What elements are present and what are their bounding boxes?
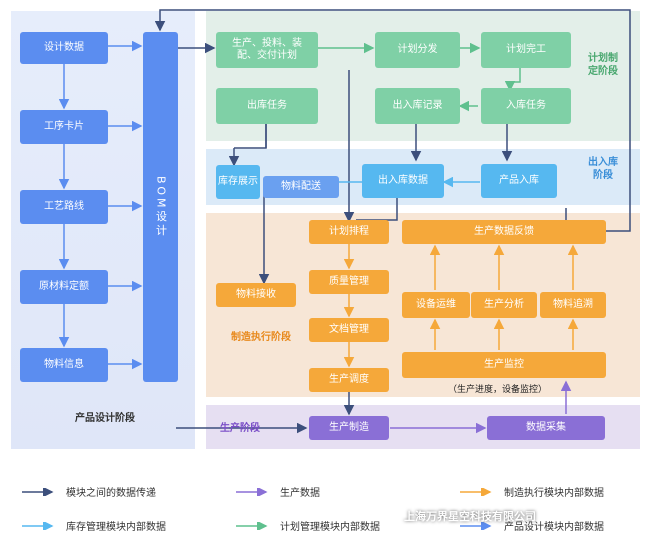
prod-stage-label: 生产阶段 xyxy=(220,423,260,434)
plan-complete-box: 计划完工 xyxy=(481,32,571,68)
product-inbound-box: 产品入库 xyxy=(481,164,557,198)
design-stage-label: 产品设计阶段 xyxy=(75,413,135,424)
legend-label: 产品设计模块内部数据 xyxy=(504,522,604,533)
legend-label: 模块之间的数据传递 xyxy=(66,488,156,499)
document-mgmt-box: 文档管理 xyxy=(309,318,389,342)
plan-stage-label: 计划制定阶段 xyxy=(588,53,618,77)
plan-dispatch-box: 计划分发 xyxy=(375,32,460,68)
bom-design-box: BOM设计 xyxy=(143,32,178,382)
production-monitor-box: 生产监控 xyxy=(402,352,606,378)
legend-item-design-internal: 产品设计模块内部数据 xyxy=(460,518,604,533)
material-info-box: 物料信息 xyxy=(20,348,108,382)
equipment-maintenance-box: 设备运维 xyxy=(402,292,470,318)
legend-label: 制造执行模块内部数据 xyxy=(504,488,604,499)
legend-item-production-data: 生产数据 xyxy=(236,484,320,499)
monitor-note: （生产进度，设备监控） xyxy=(448,385,548,395)
production-dispatch-box: 生产调度 xyxy=(309,368,389,392)
legend-item-exec-internal: 制造执行模块内部数据 xyxy=(460,484,604,499)
plan-scheduling-box: 计划排程 xyxy=(309,220,389,244)
design-data-box: 设计数据 xyxy=(20,32,108,64)
production-feedback-box: 生产数据反馈 xyxy=(402,220,606,244)
exec-stage-label: 制造执行阶段 xyxy=(231,332,291,343)
io-data-box: 出入库数据 xyxy=(362,164,444,198)
material-trace-box: 物料追溯 xyxy=(540,292,606,318)
process-card-box: 工序卡片 xyxy=(20,110,108,144)
legend-label: 计划管理模块内部数据 xyxy=(280,522,380,533)
legend-label: 生产数据 xyxy=(280,488,320,499)
material-delivery-box: 物料配送 xyxy=(263,176,339,198)
legend-item-inter-module: 模块之间的数据传递 xyxy=(22,484,156,499)
legend-item-inventory-internal: 库存管理模块内部数据 xyxy=(22,518,166,533)
legend-item-plan-internal: 计划管理模块内部数据 xyxy=(236,518,380,533)
io-stage-label: 出入库阶段 xyxy=(588,157,618,181)
material-receive-box: 物料接收 xyxy=(216,283,296,307)
outbound-task-box: 出库任务 xyxy=(216,88,318,124)
production-plan-box: 生产、投料、装配、交付计划 xyxy=(216,32,318,68)
legend-label: 库存管理模块内部数据 xyxy=(66,522,166,533)
watermark-text: 上海万界星空科技有限公司 xyxy=(404,510,536,523)
stock-display-box: 库存展示 xyxy=(216,165,260,199)
material-quota-box: 原材料定额 xyxy=(20,270,108,304)
manufacturing-box: 生产制造 xyxy=(309,416,389,440)
production-analysis-box: 生产分析 xyxy=(471,292,537,318)
quality-mgmt-box: 质量管理 xyxy=(309,270,389,294)
io-record-box: 出入库记录 xyxy=(375,88,460,124)
process-route-box: 工艺路线 xyxy=(20,190,108,224)
data-collection-box: 数据采集 xyxy=(487,416,605,440)
inbound-task-box: 入库任务 xyxy=(481,88,571,124)
